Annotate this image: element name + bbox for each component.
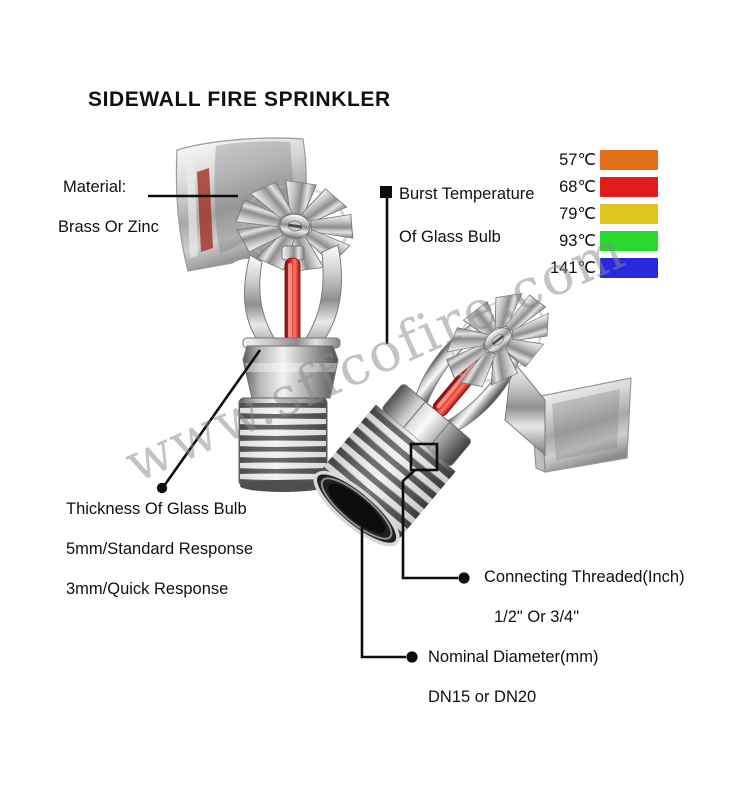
thickness-label-line2: 5mm/Standard Response (66, 540, 254, 558)
legend-swatch (600, 204, 658, 224)
page-title: SIDEWALL FIRE SPRINKLER (88, 88, 391, 111)
burst-marker-square (380, 186, 392, 198)
legend-label: 79℃ (559, 205, 596, 223)
nominal-label-line2: DN15 or DN20 (428, 688, 537, 706)
wrench-boss (242, 345, 339, 399)
sprinkler-upright-illustration (175, 137, 361, 492)
connecting-marker-square (409, 442, 439, 472)
legend-row: 68℃ (550, 177, 658, 197)
legend-row: 141℃ (550, 258, 658, 278)
legend-label: 57℃ (559, 151, 596, 169)
thickness-marker-dot (156, 482, 168, 494)
legend-label: 68℃ (559, 178, 596, 196)
callout-markers (156, 186, 470, 663)
legend-swatch (600, 258, 658, 278)
connecting-label-line1: Connecting Threaded(Inch) (484, 568, 685, 586)
connecting-callout-line (401, 469, 458, 580)
callout-lines (148, 194, 458, 659)
nominal-callout-line (360, 527, 406, 659)
thickness-label-line1: Thickness Of Glass Bulb (66, 500, 247, 518)
legend-label: 93℃ (559, 232, 596, 250)
sprinkler-horizontal-illustration (313, 273, 632, 547)
thread-shank (238, 397, 328, 492)
bulb-reflection (197, 168, 213, 252)
nominal-marker-dot (406, 651, 418, 663)
connecting-label-line2: 1/2" Or 3/4" (494, 608, 580, 626)
legend-swatch (600, 177, 658, 197)
legend-row: 79℃ (550, 204, 658, 224)
material-label-line2: Brass Or Zinc (58, 218, 159, 236)
legend-swatch (600, 150, 658, 170)
thread-inlet (313, 404, 456, 547)
glass-bulb (284, 257, 301, 347)
burst-label-line2: Of Glass Bulb (399, 228, 501, 246)
temperature-legend: 57℃ 68℃ 79℃ 93℃ 141℃ (550, 150, 658, 285)
material-label-line1: Material: (63, 178, 127, 196)
thickness-callout-line (162, 349, 262, 487)
thickness-label-line3: 3mm/Quick Response (66, 580, 229, 598)
nominal-label-line1: Nominal Diameter(mm) (428, 648, 599, 666)
connecting-marker-dot (458, 572, 470, 584)
legend-label: 141℃ (550, 259, 597, 277)
legend-swatch (600, 231, 658, 251)
burst-label-line1: Burst Temperature (399, 185, 535, 203)
legend-row: 57℃ (550, 150, 658, 170)
legend-row: 93℃ (550, 231, 658, 251)
